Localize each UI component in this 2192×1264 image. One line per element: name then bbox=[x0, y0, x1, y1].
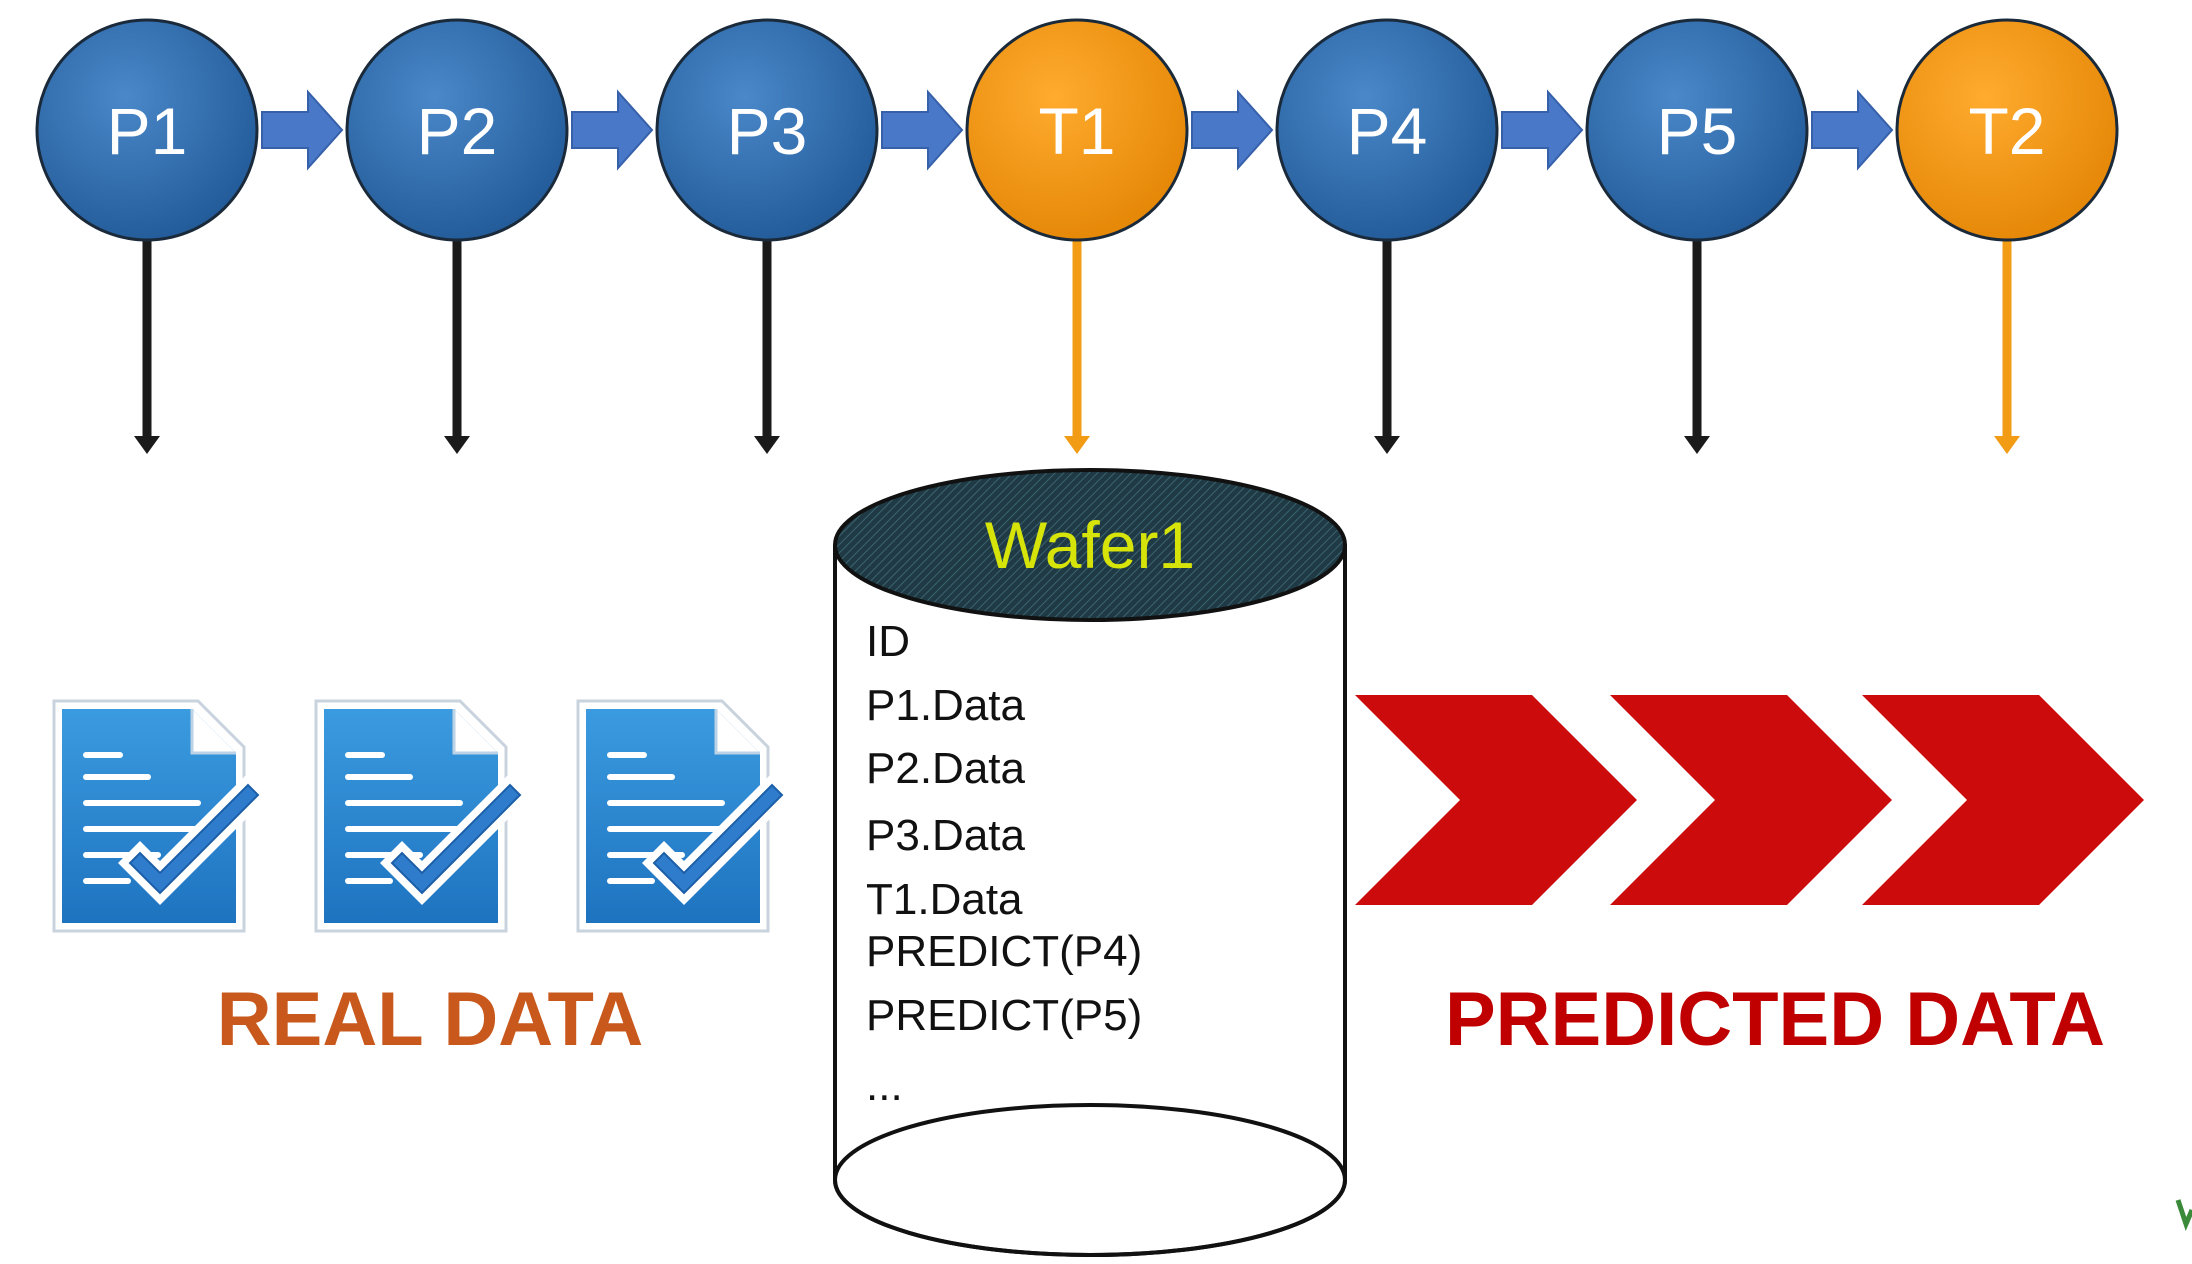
chevron-arrow-icon bbox=[1610, 695, 1892, 905]
step-label: P2 bbox=[417, 94, 498, 168]
database-field: ... bbox=[866, 1061, 903, 1110]
test-node bbox=[1895, 18, 2119, 242]
database-bottom bbox=[833, 1103, 1347, 1257]
step-t2: T2 bbox=[1895, 18, 2119, 454]
checked-document-icon bbox=[54, 701, 270, 931]
step-p3: P3 bbox=[655, 18, 879, 454]
database-top bbox=[833, 468, 1347, 622]
database-field: PREDICT(P4) bbox=[866, 927, 1142, 976]
flow-arrow-icon bbox=[261, 89, 344, 171]
drop-arrowhead-icon bbox=[1994, 436, 2020, 454]
drop-arrowhead-icon bbox=[134, 436, 160, 454]
step-t1: T1 bbox=[965, 18, 1189, 454]
predicted-data-label: PREDICTED DATA bbox=[1445, 977, 2105, 1062]
checked-document-icon bbox=[316, 701, 532, 931]
step-p4: P4 bbox=[1275, 18, 1499, 454]
drop-arrowhead-icon bbox=[754, 436, 780, 454]
drop-arrowhead-icon bbox=[444, 436, 470, 454]
database-fields: ID P1.DataP2.DataP3.DataT1.DataPREDICT(P4… bbox=[866, 617, 1142, 1110]
step-p2: P2 bbox=[345, 18, 569, 454]
chevron-arrow-icon bbox=[1355, 695, 1637, 905]
database-field: P2.Data bbox=[866, 744, 1026, 793]
process-node bbox=[1275, 18, 1499, 242]
test-node bbox=[965, 18, 1189, 242]
flow-arrow-icon bbox=[881, 89, 964, 171]
step-label: T2 bbox=[1968, 94, 2045, 168]
database-field: P3.Data bbox=[866, 811, 1026, 860]
step-label: P5 bbox=[1657, 94, 1738, 168]
corner-check-icon bbox=[2175, 1199, 2192, 1232]
predicted-data-chevrons bbox=[1355, 695, 2144, 905]
step-label: T1 bbox=[1038, 94, 1115, 168]
process-node bbox=[655, 18, 879, 242]
flow-arrow-icon bbox=[1811, 89, 1894, 171]
flow-arrow-icon bbox=[571, 89, 654, 171]
step-p5: P5 bbox=[1585, 18, 1809, 454]
step-label: P1 bbox=[107, 94, 188, 168]
database-field: PREDICT(P5) bbox=[866, 991, 1142, 1040]
real-data-documents bbox=[54, 701, 794, 931]
real-data-label: REAL DATA bbox=[217, 977, 643, 1062]
database-field: T1.Data bbox=[866, 875, 1023, 924]
checked-document-icon bbox=[578, 701, 794, 931]
database-title: Wafer1 bbox=[985, 508, 1195, 582]
step-label: P4 bbox=[1347, 94, 1428, 168]
database-field: P1.Data bbox=[866, 681, 1026, 730]
step-p1: P1 bbox=[35, 18, 259, 454]
database-field: ID bbox=[866, 617, 910, 666]
process-flow: P1 P2 P3 T1 P4 P5 T2 bbox=[35, 18, 2119, 454]
drop-arrowhead-icon bbox=[1684, 436, 1710, 454]
drop-arrowhead-icon bbox=[1374, 436, 1400, 454]
flow-arrow-icon bbox=[1191, 89, 1274, 171]
flow-arrow-icon bbox=[1501, 89, 1584, 171]
chevron-arrow-icon bbox=[1862, 695, 2144, 905]
process-node bbox=[35, 18, 259, 242]
process-node bbox=[1585, 18, 1809, 242]
drop-arrowhead-icon bbox=[1064, 436, 1090, 454]
wafer-database: Wafer1 IDP1.DataP2.DataP3.DataT1.DataPRE… bbox=[833, 468, 1347, 1257]
step-label: P3 bbox=[727, 94, 808, 168]
process-node bbox=[345, 18, 569, 242]
